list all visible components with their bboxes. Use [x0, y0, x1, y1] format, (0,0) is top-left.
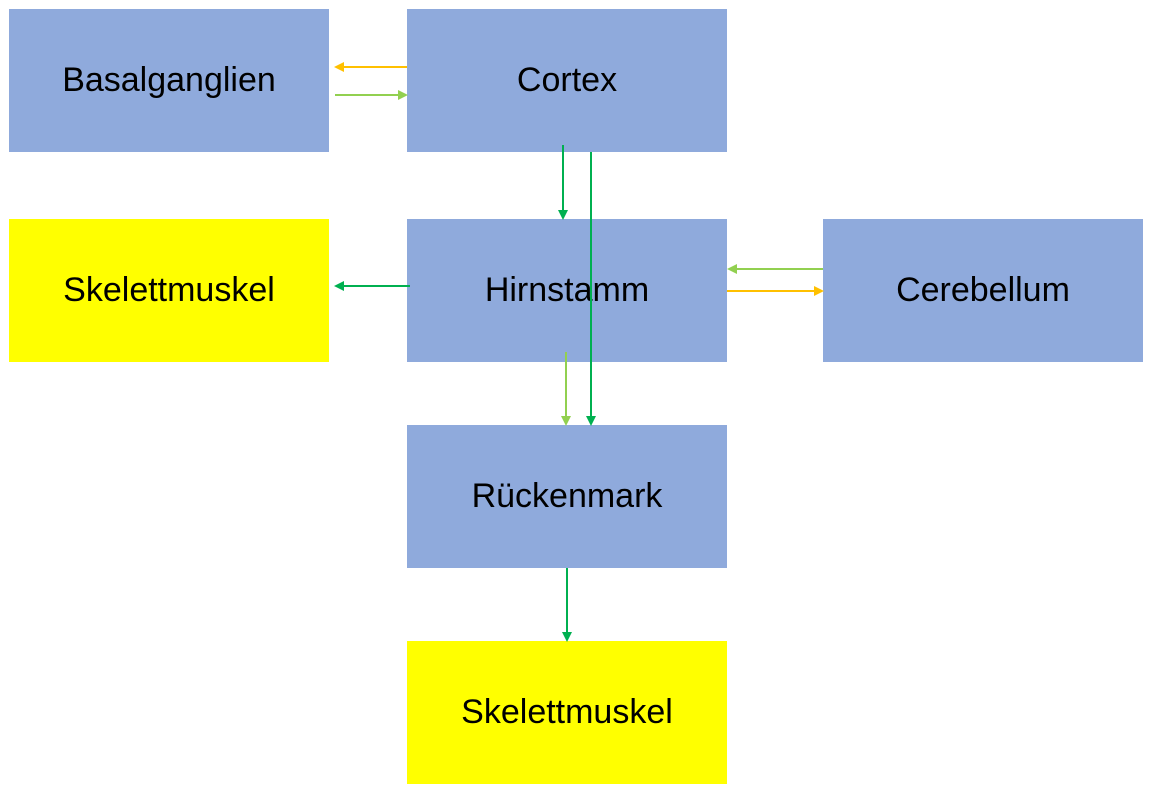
node-label-cortex: Cortex — [516, 61, 618, 99]
node-skelettmuskel-bottom: Skelettmuskel — [407, 641, 727, 784]
node-skelettmuskel-left: Skelettmuskel — [9, 219, 329, 362]
node-label-basalganglien: Basalganglien — [62, 61, 276, 99]
node-cerebellum: Cerebellum — [823, 219, 1143, 362]
node-label-hirnstamm: Hirnstamm — [484, 271, 650, 309]
node-label-skelettmuskel-bottom: Skelettmuskel — [461, 693, 673, 731]
node-basalganglien: Basalganglien — [9, 9, 329, 152]
node-label-cerebellum: Cerebellum — [896, 271, 1070, 309]
node-label-rueckenmark: Rückenmark — [471, 477, 663, 515]
node-rueckenmark: Rückenmark — [407, 425, 727, 568]
node-cortex: Cortex — [407, 9, 727, 152]
node-label-skelettmuskel-left: Skelettmuskel — [63, 271, 275, 309]
node-hirnstamm: Hirnstamm — [407, 219, 727, 362]
